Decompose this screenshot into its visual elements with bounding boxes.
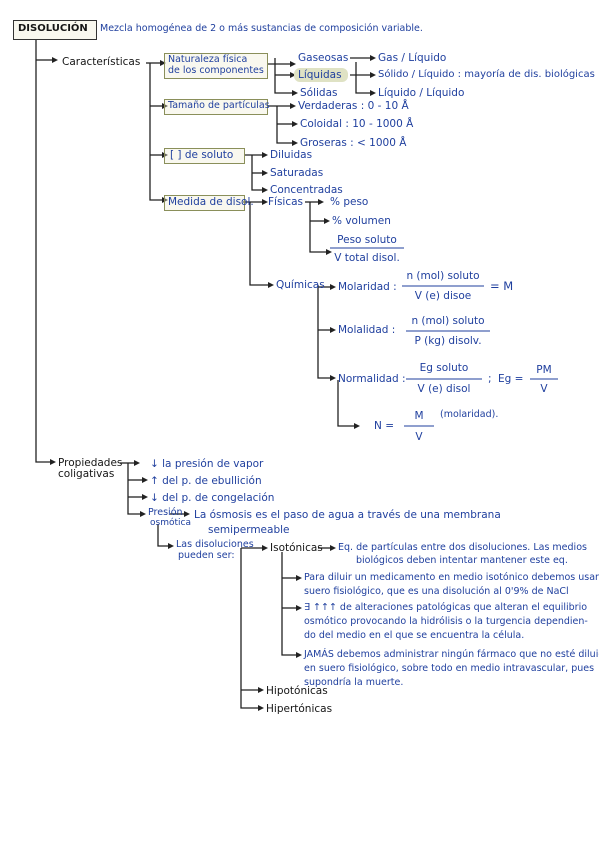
normalidad-sep: ; (488, 373, 492, 385)
fisicas-label: Físicas (268, 196, 304, 208)
note-0-line-0: Para diluir un medicamento en medio isot… (304, 572, 599, 583)
tamano-box (164, 99, 268, 115)
naturaleza-label-1: Naturaleza física (168, 54, 248, 65)
note-1-line-2: do del medio en el que se encuentra la c… (304, 630, 525, 641)
caracteristicas-label: Características (62, 56, 141, 68)
coligativas-label-1: Propiedades (58, 457, 123, 469)
coligativa-item-presion-vapor: ↓ la presión de vapor (150, 458, 264, 470)
soluto-item-concentradas: Concentradas (270, 184, 343, 196)
normalidad-num: Eg soluto (419, 362, 469, 374)
eg-num: PM (536, 364, 552, 376)
fisicas-item-volumen: % volumen (332, 215, 391, 227)
osmosis-text-2: semipermeable (208, 524, 290, 536)
pueden-label-1: Las disoluciones (176, 539, 254, 550)
n-formula-den: V (415, 431, 423, 443)
naturaleza-item-solidas: Sólidas (300, 87, 338, 99)
medida-label: Medida de disol. (168, 196, 254, 208)
fisicas-frac-den: V total disol. (334, 252, 400, 264)
pueden-label-2: pueden ser: (178, 550, 235, 561)
tamano-item-verdaderas: Verdaderas : 0 - 10 Å (298, 100, 409, 112)
note-2-line-1: en suero fisiológico, sobre todo en medi… (304, 663, 595, 674)
note-1-line-1: osmótico provocando la hidrólisis o la t… (304, 616, 588, 627)
coligativa-item-ebullicion: ↑ del p. de ebullición (150, 475, 262, 487)
note-0-line-1: suero fisiológico, que es una disolución… (304, 586, 569, 597)
title-box (13, 20, 97, 40)
eg-label: Eg = (498, 373, 524, 385)
iso-note-2: biológicos deben intentar mantener este … (356, 555, 568, 566)
presion-label-1: Presión (148, 507, 183, 518)
molaridad-label: Molaridad : (338, 281, 397, 293)
naturaleza-detail-1: Sólido / Líquido : mayoría de dis. bioló… (378, 69, 595, 80)
isotonicas-label: Isotónicas (270, 542, 323, 554)
molaridad-den: V (e) disoe (414, 290, 472, 302)
definition: Mezcla homogénea de 2 o más sustancias d… (100, 23, 423, 34)
naturaleza-label-2: de los componentes (168, 65, 264, 76)
tamano-item-groseras: Groseras : < 1000 Å (300, 137, 407, 149)
naturaleza-item-liquidas: Líquidas (298, 69, 342, 81)
presion-label-2: osmótica (150, 518, 191, 528)
note-2-line-2: supondría la muerte. (304, 677, 404, 688)
normalidad-label: Normalidad : (338, 373, 406, 385)
liquidas-highlight (294, 68, 348, 82)
n-formula-note: (molaridad). (440, 409, 499, 420)
soluto-box (164, 148, 245, 164)
molalidad-label: Molalidad : (338, 324, 396, 336)
naturaleza-box (164, 53, 268, 79)
note-2-line-0: JAMÁS debemos administrar ningún fármaco… (304, 649, 599, 660)
molaridad-eq: = M (490, 279, 514, 293)
iso-note-1: Eq. de partículas entre dos disoluciones… (338, 542, 587, 553)
quimicas-label: Químicas (276, 279, 325, 291)
medida-box (164, 195, 245, 211)
n-formula-lhs: N = (374, 420, 394, 432)
naturaleza-detail-0: Gas / Líquido (378, 52, 447, 64)
fisicas-item-peso: % peso (330, 196, 369, 208)
n-formula-num: M (414, 410, 424, 422)
fisicas-frac-num: Peso soluto (337, 234, 397, 246)
hipertonicas-label: Hipertónicas (266, 703, 333, 715)
molalidad-den: P (kg) disolv. (414, 335, 482, 347)
soluto-label: [ ] de soluto (170, 149, 234, 161)
molaridad-num: n (mol) soluto (406, 270, 480, 282)
soluto-item-diluidas: Diluidas (270, 149, 313, 161)
naturaleza-item-gaseosas: Gaseosas (298, 52, 349, 64)
normalidad-den: V (e) disol (417, 383, 471, 395)
soluto-item-saturadas: Saturadas (270, 167, 324, 179)
hipotonicas-label: Hipotónicas (266, 685, 328, 697)
eg-den: V (540, 383, 548, 395)
page-title: DISOLUCIÓN (18, 23, 88, 34)
coligativas-label-2: coligativas (58, 468, 115, 480)
molalidad-num: n (mol) soluto (411, 315, 485, 327)
naturaleza-detail-2: Líquido / Líquido (378, 87, 465, 99)
tamano-label: Tamaño de partículas (168, 100, 270, 111)
note-1-line-0: ∃ ↑↑↑ de alteraciones patológicas que al… (304, 602, 588, 613)
osmosis-text-1: La ósmosis es el paso de agua a través d… (194, 509, 501, 521)
tamano-item-coloidal: Coloidal : 10 - 1000 Å (300, 118, 414, 130)
coligativa-item-congelacion: ↓ del p. de congelación (150, 492, 275, 504)
